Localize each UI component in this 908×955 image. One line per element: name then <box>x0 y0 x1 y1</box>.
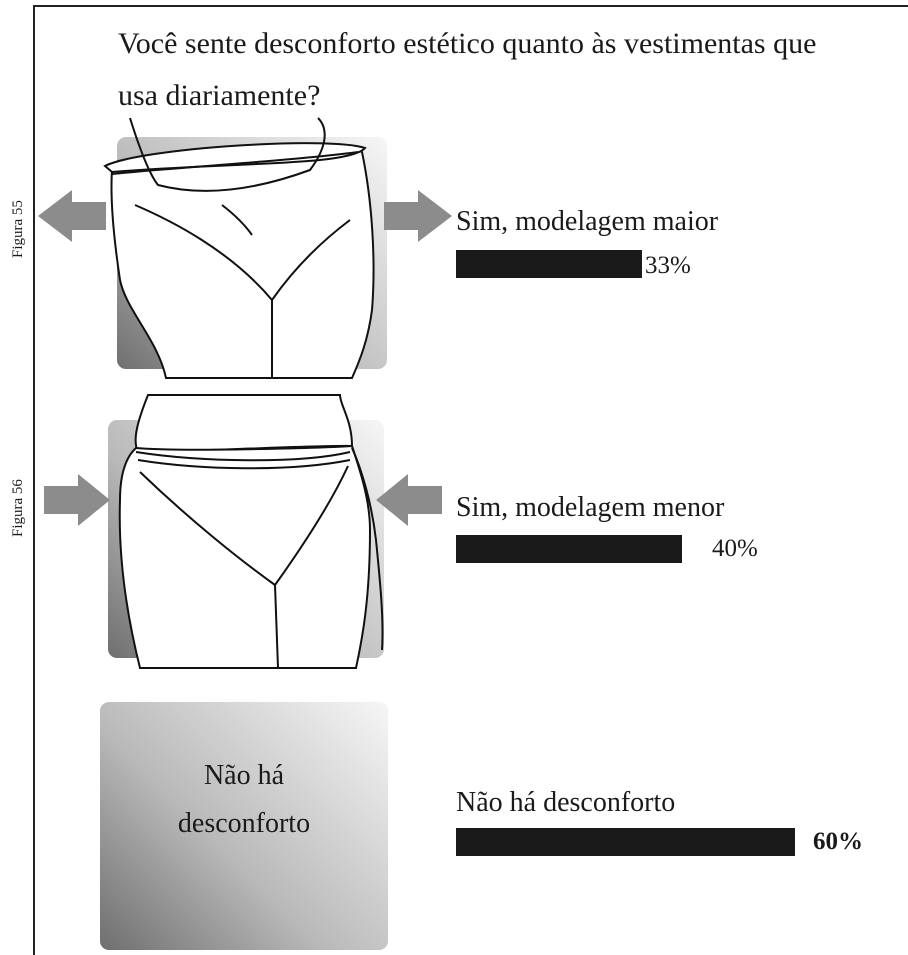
arrow-inward-right-icon <box>376 474 442 526</box>
bar-2 <box>456 535 682 563</box>
frame-border-left <box>33 5 35 955</box>
garment-larger-illustration <box>103 117 375 379</box>
category-label-2: Sim, modelagem menor <box>456 492 725 523</box>
arrow-right-icon <box>384 190 452 242</box>
box-text-line-2: desconforto <box>177 808 311 839</box>
chart-title: Você sente desconforto estético quanto à… <box>118 27 817 112</box>
arrow-inward-left-icon <box>44 474 110 526</box>
value-label-3: 60% <box>813 828 863 855</box>
box-text-line-1: Não há <box>203 760 285 791</box>
bar-3 <box>456 828 795 856</box>
garment-smaller-illustration <box>118 394 384 669</box>
category-label-3: Não há desconforto <box>456 787 676 818</box>
frame-border-top <box>33 5 908 7</box>
no-discomfort-box <box>100 702 388 950</box>
category-label-1: Sim, modelagem maior <box>456 206 719 237</box>
value-label-1: 33% <box>645 252 691 279</box>
figure-56-label: Figura 56 <box>10 479 26 537</box>
bar-1 <box>456 250 642 278</box>
figure-55-label: Figura 55 <box>10 200 26 258</box>
no-discomfort-box-text: Não há desconforto <box>100 752 388 848</box>
arrow-left-icon <box>38 190 106 242</box>
value-label-2: 40% <box>712 535 758 562</box>
